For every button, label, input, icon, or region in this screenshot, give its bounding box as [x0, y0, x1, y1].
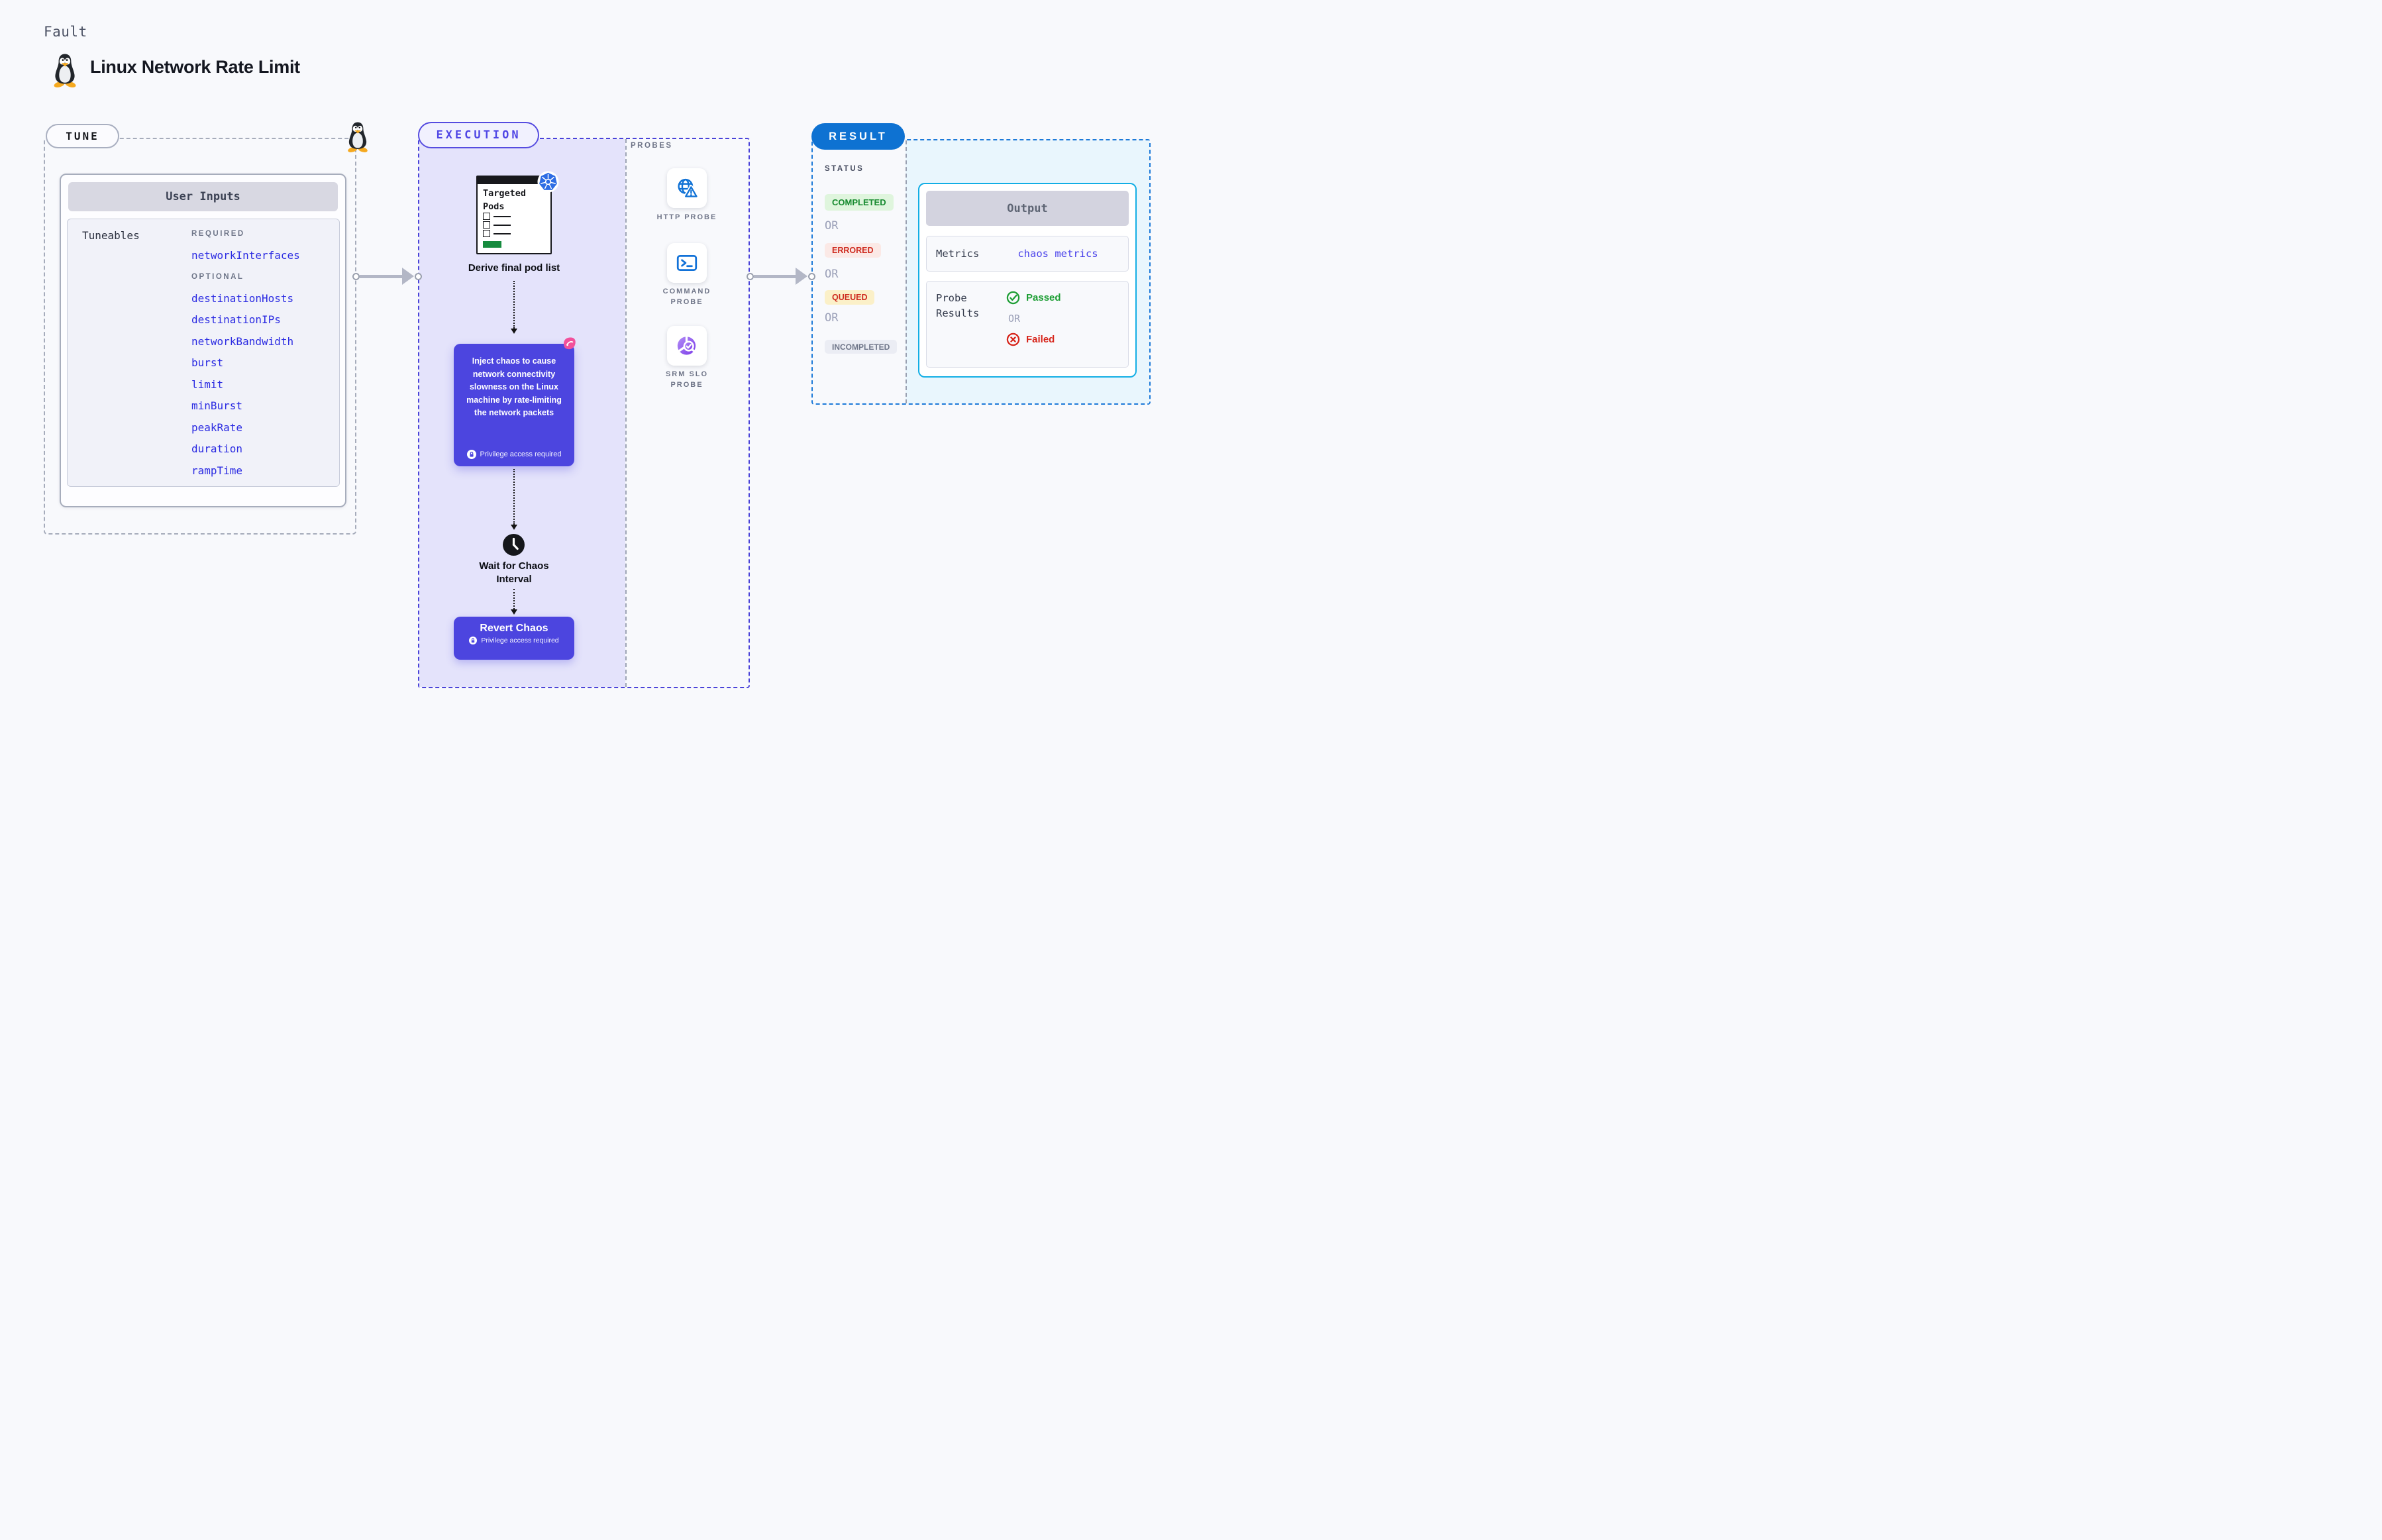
diagram-canvas: Fault Linux Network Rate Limit TUNE User…	[0, 0, 1191, 770]
page-title: Linux Network Rate Limit	[90, 57, 300, 77]
kubernetes-icon	[537, 171, 559, 193]
lock-icon	[469, 637, 478, 644]
execution-section-label: EXECUTION	[418, 122, 539, 148]
targeted-pods-titlebar	[478, 177, 550, 184]
execution-probes-divider	[625, 139, 627, 687]
metrics-label: Metrics	[936, 247, 980, 260]
tuneables-panel: Tuneables REQUIRED networkInterfaces OPT…	[67, 219, 340, 487]
targeted-pods-card: Targeted Pods	[476, 176, 552, 254]
or-separator: OR	[825, 268, 839, 281]
param-link[interactable]: burst	[191, 356, 224, 369]
http-probe-label: HTTP PROBE	[656, 213, 717, 221]
srm-slo-probe-card	[667, 326, 707, 366]
srm-slo-probe-label: SRM SLO PROBE	[665, 370, 709, 389]
param-link[interactable]: duration	[191, 442, 243, 455]
command-probe-label: COMMAND PROBE	[662, 287, 711, 306]
tuneables-label: Tuneables	[82, 229, 140, 242]
pod-list-item	[483, 230, 511, 237]
pod-list-item	[483, 213, 511, 220]
status-output-divider	[906, 140, 907, 403]
output-panel: Output Metrics chaos metrics Probe Resul…	[918, 183, 1137, 378]
result-section-label: RESULT	[811, 123, 905, 150]
clock-icon	[503, 534, 525, 556]
fault-kind-label: Fault	[44, 24, 87, 40]
pod-list-item	[483, 221, 511, 229]
optional-group-label: OPTIONAL	[191, 273, 244, 281]
privilege-note: Privilege access required	[454, 450, 574, 459]
probe-results-label: Probe Results	[936, 292, 980, 319]
status-badge-queued: QUEUED	[825, 290, 875, 305]
flow-arrow-down	[511, 281, 517, 334]
param-link[interactable]: peakRate	[191, 421, 243, 434]
metrics-row: Metrics chaos metrics	[926, 236, 1129, 272]
check-circle-icon	[1006, 291, 1020, 305]
status-badge-incompleted: INCOMPLETED	[825, 340, 898, 354]
probe-result-failed: Failed	[1006, 333, 1061, 346]
privilege-note: Privilege access required	[454, 637, 574, 644]
litmus-chaos-icon	[564, 337, 576, 350]
status-badge-errored: ERRORED	[825, 243, 881, 258]
terminal-icon	[676, 255, 698, 271]
or-separator: OR	[825, 311, 839, 325]
flow-arrow-down	[511, 589, 517, 615]
globe-alert-icon	[677, 178, 698, 199]
status-column-label: STATUS	[825, 165, 864, 173]
user-inputs-card: User Inputs Tuneables REQUIRED networkIn…	[60, 174, 346, 507]
derive-pod-list-step: Derive final pod list	[468, 262, 560, 274]
required-group-label: REQUIRED	[191, 230, 245, 238]
tux-penguin-icon	[347, 122, 368, 152]
failed-text: Failed	[1026, 334, 1055, 345]
command-probe-card	[667, 243, 707, 283]
lock-icon	[466, 450, 476, 459]
probe-result-passed: Passed	[1006, 291, 1061, 305]
status-badge-completed: COMPLETED	[825, 194, 894, 211]
wait-for-chaos-step: Wait for Chaos Interval	[479, 560, 549, 585]
metrics-value-link[interactable]: chaos metrics	[1017, 248, 1098, 260]
or-separator: OR	[1008, 313, 1021, 325]
param-link[interactable]: networkInterfaces	[191, 248, 300, 262]
revert-chaos-title: Revert Chaos	[480, 623, 548, 634]
param-link[interactable]: minBurst	[191, 399, 243, 412]
http-probe-card	[667, 168, 707, 208]
probe-results-row: Probe Results Passed OR Failed	[926, 281, 1129, 368]
targeted-pods-title: Targeted Pods	[483, 188, 527, 212]
x-circle-icon	[1006, 333, 1020, 346]
privilege-note-text: Privilege access required	[481, 637, 559, 644]
user-inputs-header: User Inputs	[68, 182, 338, 211]
privilege-note-text: Privilege access required	[480, 450, 562, 458]
passed-text: Passed	[1026, 292, 1061, 303]
tux-penguin-icon	[53, 54, 77, 87]
probes-section-label: PROBES	[631, 142, 673, 150]
output-panel-header: Output	[926, 191, 1129, 226]
tune-section	[44, 138, 356, 535]
tune-section-label: TUNE	[46, 124, 119, 148]
param-link[interactable]: networkBandwidth	[191, 334, 294, 348]
or-separator: OR	[825, 219, 839, 232]
param-link[interactable]: rampTime	[191, 464, 243, 477]
flow-arrow-down	[511, 469, 517, 530]
tuneables-list: REQUIRED networkInterfaces OPTIONAL dest…	[191, 223, 300, 482]
param-link[interactable]: limit	[191, 378, 224, 391]
pod-list-progress-bar	[483, 241, 501, 248]
param-link[interactable]: destinationHosts	[191, 291, 294, 305]
revert-chaos-step: Revert Chaos Privilege access required	[454, 617, 574, 660]
inject-chaos-description: Inject chaos to cause network connectivi…	[466, 356, 562, 417]
slo-donut-check-icon	[677, 336, 696, 355]
inject-chaos-step: Inject chaos to cause network connectivi…	[454, 344, 574, 466]
param-link[interactable]: destinationIPs	[191, 313, 281, 326]
